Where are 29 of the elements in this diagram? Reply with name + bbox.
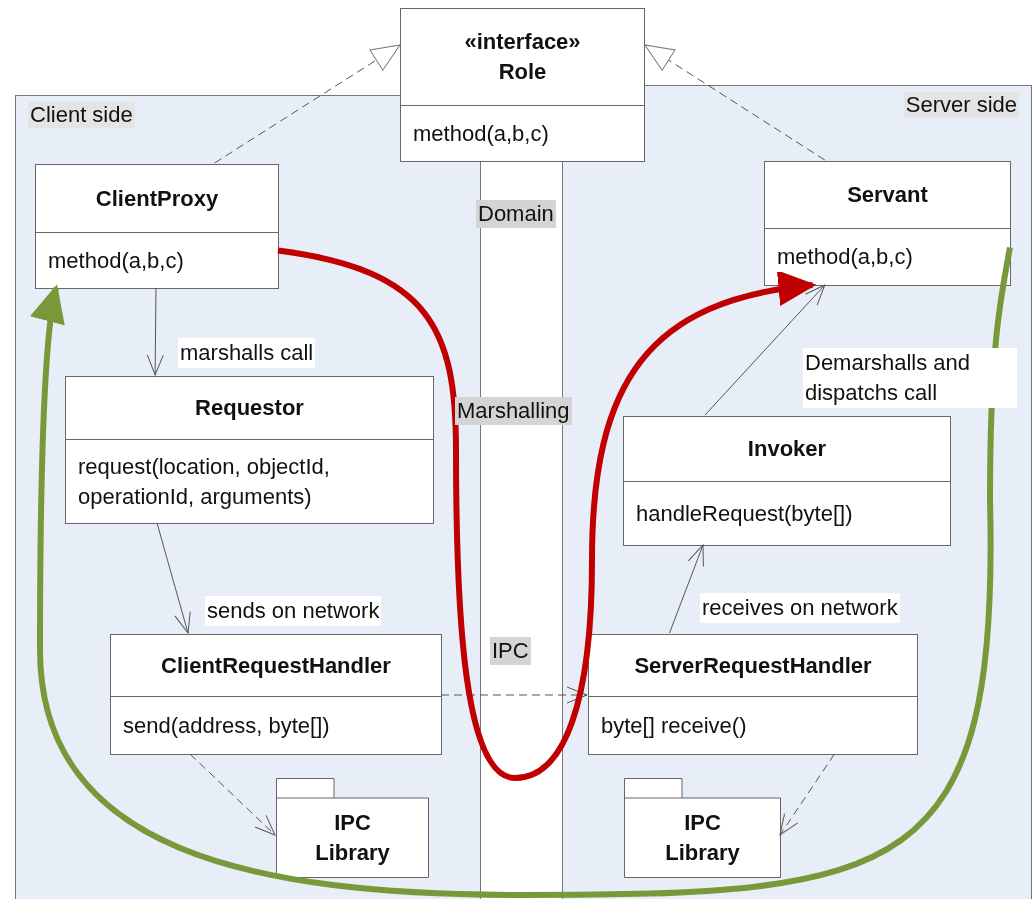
package-symbol xyxy=(624,778,781,878)
layer-label: IPC xyxy=(490,637,531,665)
edge-label: marshalls call xyxy=(178,338,316,368)
dependency-arrow xyxy=(644,44,826,161)
dependency-arrow xyxy=(189,753,276,836)
association-arrow xyxy=(146,287,164,376)
layer-label: Domain xyxy=(476,200,556,228)
association-arrow xyxy=(704,284,826,416)
class-box xyxy=(623,416,951,546)
panel-title: Server side xyxy=(903,92,1019,118)
class-box xyxy=(400,8,645,162)
layer-label: Marshalling xyxy=(455,397,572,425)
class-box xyxy=(110,634,442,755)
class-box xyxy=(35,164,279,289)
edge-label: receives on network xyxy=(700,593,900,623)
dependency-arrow xyxy=(214,44,401,164)
edge-label: sends on network xyxy=(205,596,382,626)
association-arrow xyxy=(669,544,704,634)
dependency-arrow xyxy=(440,686,588,704)
flow-arrow xyxy=(277,247,817,781)
package-symbol xyxy=(276,778,429,878)
class-box xyxy=(588,634,918,755)
class-box xyxy=(764,161,1011,286)
class-box xyxy=(65,376,434,524)
panel-title: Client side xyxy=(28,102,135,128)
flow-arrow xyxy=(31,246,1013,898)
edge-label: Demarshalls and dispatchs call xyxy=(803,348,1017,408)
dependency-arrow xyxy=(779,753,835,836)
association-arrow xyxy=(156,522,191,634)
